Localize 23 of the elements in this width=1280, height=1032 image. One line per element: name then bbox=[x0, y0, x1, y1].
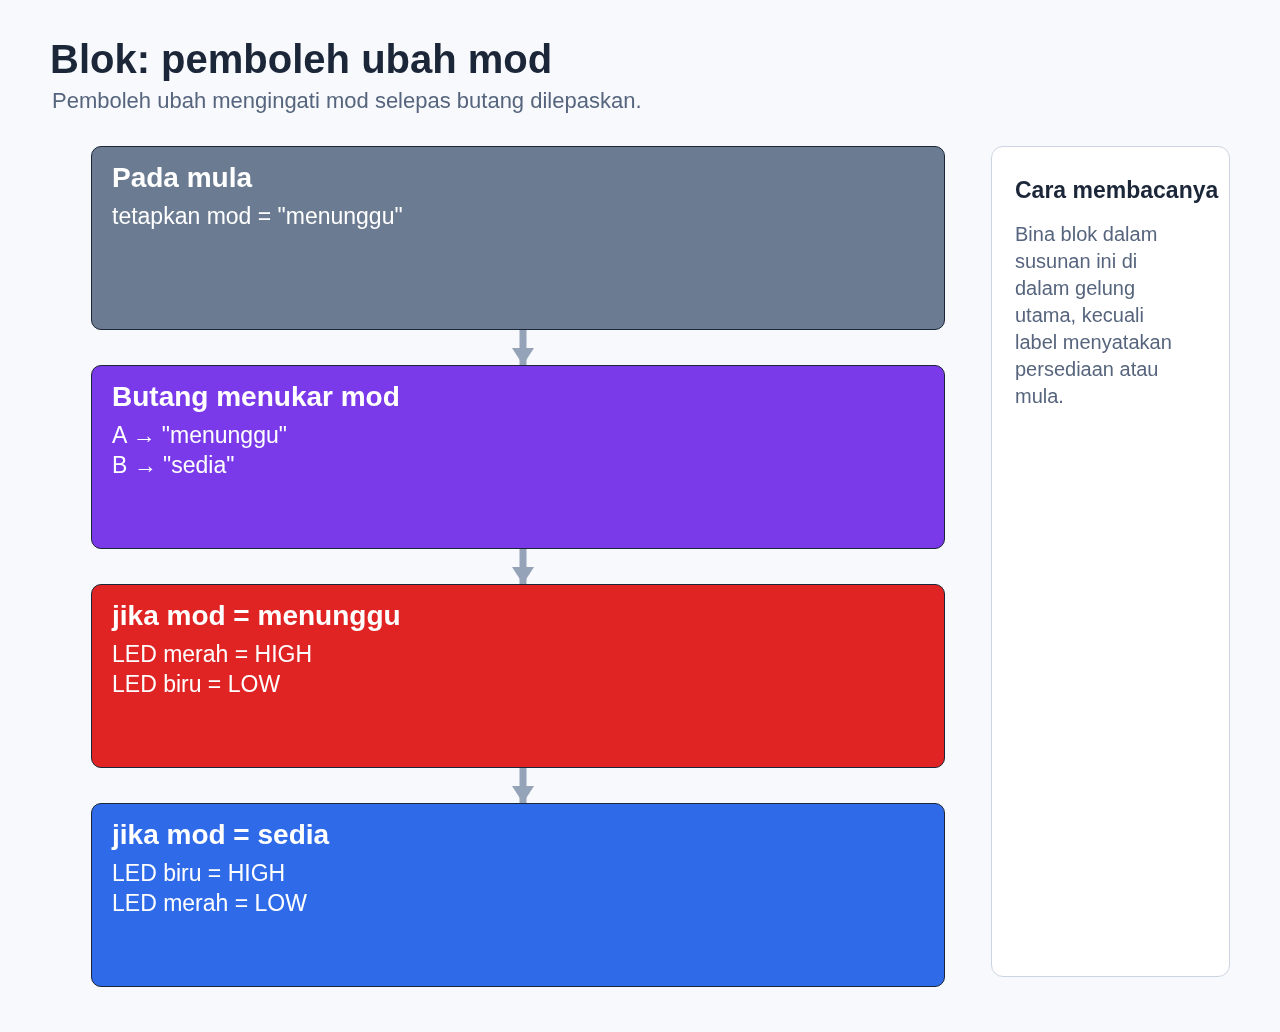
diagram-subtitle: Pemboleh ubah mengingati mod selepas butang dilepaskan. bbox=[52, 88, 642, 114]
block-heading: jika mod = sedia bbox=[112, 818, 330, 852]
code-line: LED merah = LOW bbox=[112, 889, 307, 918]
block-heading: jika mod = menunggu bbox=[112, 599, 401, 633]
block-heading: Cara membacanya bbox=[1015, 176, 1219, 205]
block-heading: Butang menukar mod bbox=[112, 380, 400, 414]
code-line: LED biru = HIGH bbox=[112, 859, 286, 888]
diagram-title: Blok: pemboleh ubah mod bbox=[50, 36, 553, 82]
arrow bbox=[512, 768, 534, 803]
code-line: tetapkan mod = "menunggu" bbox=[112, 202, 403, 231]
code-block bbox=[91, 146, 945, 330]
code-line: B → "sedia" bbox=[112, 451, 235, 480]
block-heading: Pada mula bbox=[112, 161, 253, 195]
code-block bbox=[91, 365, 945, 549]
arrow bbox=[512, 549, 534, 584]
code-line: A → "menunggu" bbox=[112, 421, 287, 450]
code-line: LED biru = LOW bbox=[112, 670, 281, 699]
info-panel bbox=[991, 146, 1230, 977]
panel-text: Bina blok dalam susunan ini di dalam gelung utama, kecuali label menyatakan persediaan atau mula. bbox=[1015, 222, 1173, 409]
arrow bbox=[512, 330, 534, 365]
code-block bbox=[91, 584, 945, 768]
code-block bbox=[91, 803, 945, 987]
code-line: LED merah = HIGH bbox=[112, 640, 313, 669]
